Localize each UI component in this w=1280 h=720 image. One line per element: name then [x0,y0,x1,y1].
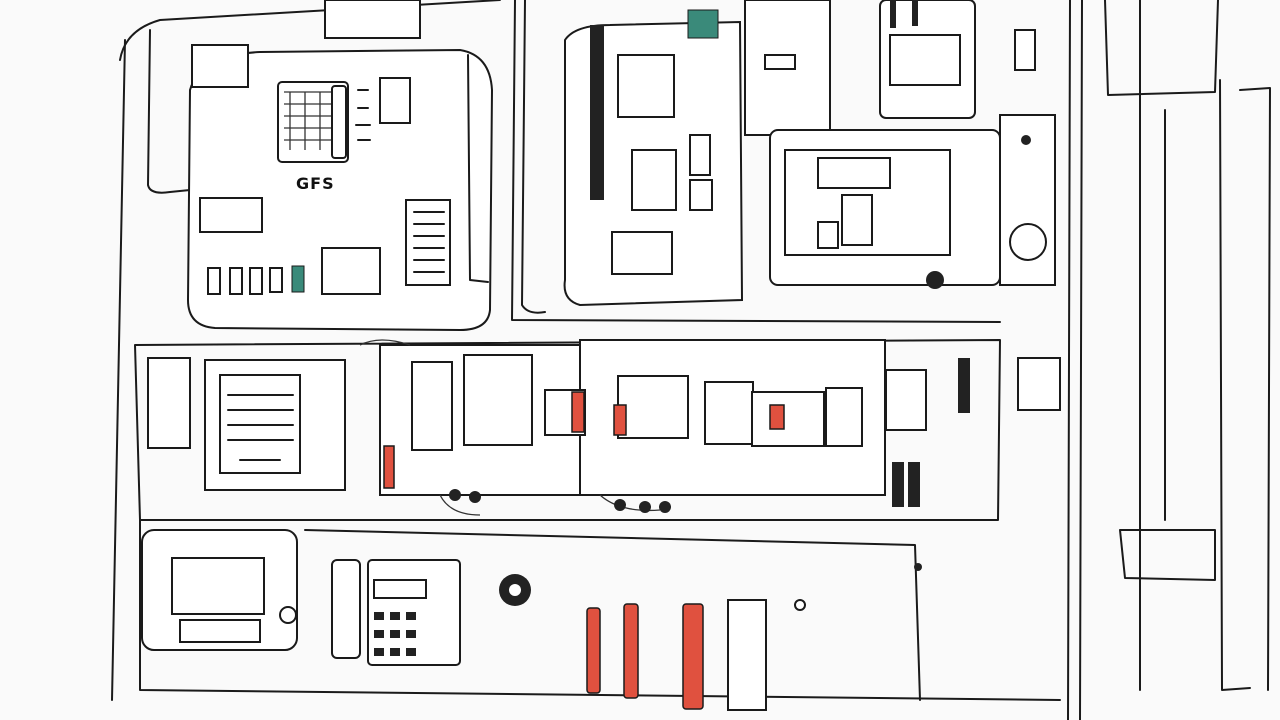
meter-cabinet [769,0,1056,289]
middle-breaker-row [134,339,1061,521]
breaker-panel-top [563,0,831,307]
display-screen [277,81,349,163]
main-control-panel [186,0,494,332]
bottom-panel [139,519,1061,711]
panel-label: GFS [296,174,335,193]
outer-cabinet [111,0,1271,720]
